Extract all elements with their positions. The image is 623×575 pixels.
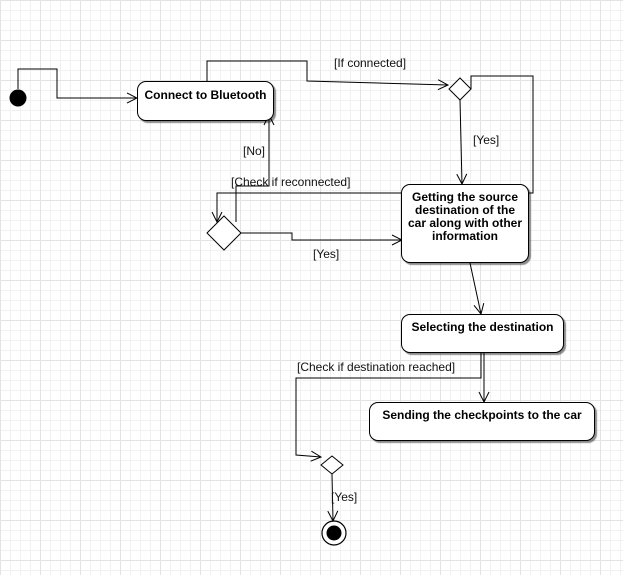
guard-check-reconnected: [Check if reconnected] [231,175,351,189]
action-connect-to-bluetooth: Connect to Bluetooth [137,81,274,121]
edge-select-to-decision-destination [295,353,482,457]
action-label: Sending the checkpoints to the car [382,408,582,422]
guard-if-connected: [If connected] [334,56,407,70]
action-label: Selecting the destination [411,320,554,334]
edge-decision-to-source [460,99,462,184]
action-sending-checkpoints: Sending the checkpoints to the car [369,402,595,441]
edge-decision-to-reconnected [217,75,534,222]
edge-reconnected-to-connect [235,115,269,222]
guard-yes-reconnected: [Yes] [313,247,340,261]
guard-no: [No] [243,144,266,158]
edge-connect-to-decision [206,60,448,85]
decision-destination-diamond [320,455,344,475]
edge-initial-to-connect [17,68,137,98]
action-getting-source-destination: Getting the source destination of the ca… [401,184,529,263]
edge-reconnected-to-source [241,232,402,240]
action-selecting-destination: Selecting the destination [401,314,564,353]
decision-connected-diamond [448,77,472,101]
edge-source-to-select [469,262,481,314]
guard-yes-destination: [Yes] [331,490,358,504]
action-label: Getting the source destination of the ca… [407,190,522,243]
edge-decision-to-final [332,473,333,521]
decision-reconnected-diamond [206,215,242,251]
action-label: Connect to Bluetooth [144,88,267,102]
final-node [321,520,347,546]
guard-check-destination: [Check if destination reached] [297,360,456,374]
guard-yes-connected: [Yes] [473,133,500,147]
initial-node [9,89,27,107]
